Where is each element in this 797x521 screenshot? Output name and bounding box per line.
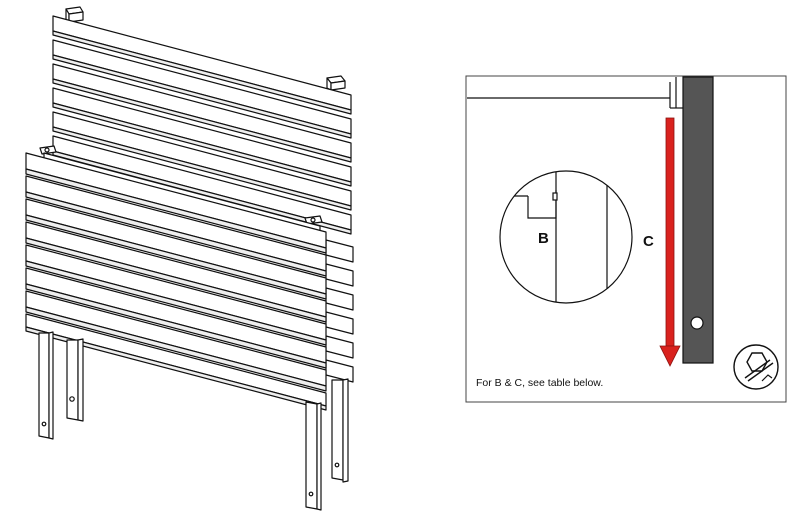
- front-bracket-left: [39, 145, 57, 155]
- front-leg-left-a: [38, 331, 54, 440]
- front-slat: [25, 221, 327, 323]
- magnifier-detail-b: [499, 170, 633, 304]
- label-b: B: [538, 230, 549, 247]
- front-slat: [25, 244, 327, 346]
- front-leg-right: [305, 401, 322, 511]
- back-slat: [52, 39, 352, 139]
- back-slat: [52, 87, 352, 187]
- front-slat: [25, 313, 327, 411]
- front-slat: [25, 267, 327, 369]
- rail: [467, 77, 683, 109]
- front-slat: [25, 198, 327, 300]
- back-slat: [52, 63, 352, 163]
- screen-illustration: [25, 6, 354, 511]
- post-hole: [690, 316, 704, 330]
- front-leg-left-b: [66, 338, 84, 422]
- back-slat: [52, 15, 352, 115]
- back-post-right: [326, 75, 346, 91]
- post: [682, 76, 714, 364]
- back-slat: [52, 111, 352, 211]
- dimension-arrow-c: [659, 117, 681, 367]
- callout-note: For B & C, see table below.: [476, 377, 604, 389]
- front-slat: [25, 175, 327, 277]
- front-slat: [25, 152, 327, 254]
- detail-callout: [465, 75, 787, 403]
- back-panel-slats: [52, 15, 354, 383]
- drill-bit-hexagon-icon: [733, 344, 779, 390]
- back-slat-ends: [325, 239, 354, 383]
- front-panel-slats: [25, 152, 327, 411]
- back-post-leg: [331, 378, 349, 483]
- label-c: C: [643, 233, 654, 250]
- front-slat: [25, 290, 327, 392]
